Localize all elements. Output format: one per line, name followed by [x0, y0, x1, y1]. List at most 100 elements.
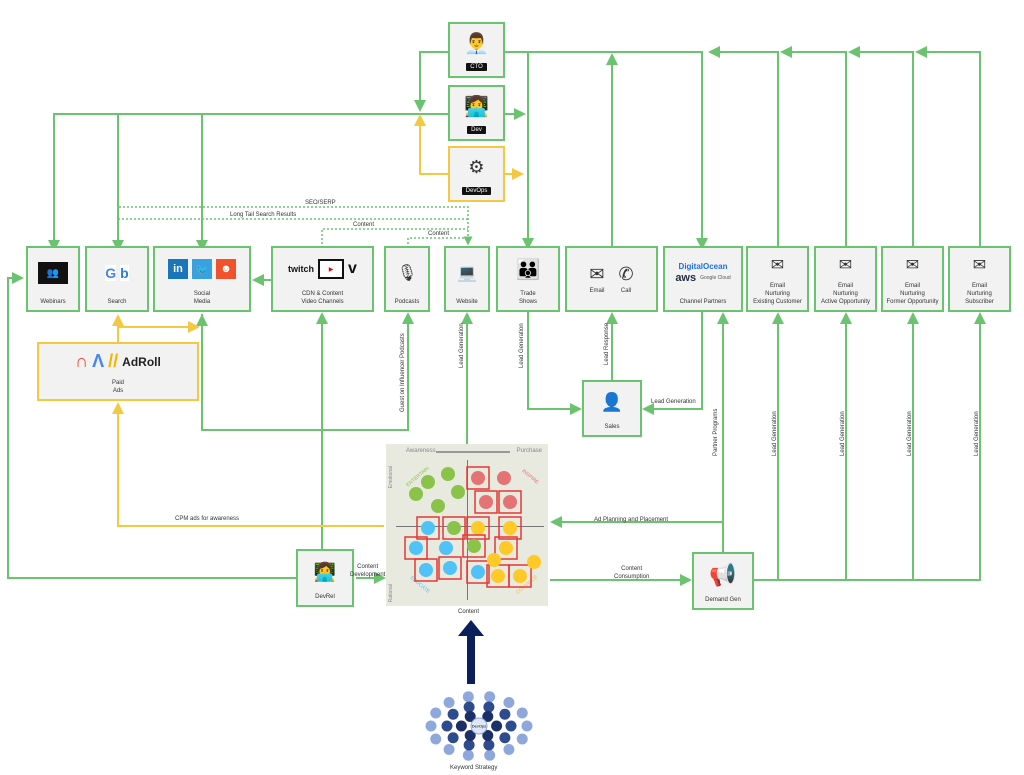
trade-show-booth-icon: 👪 — [515, 258, 541, 281]
keyword-bubble — [462, 749, 474, 761]
devrel-node[interactable]: 👩‍💻 DevRel — [296, 549, 354, 607]
paid-ads-node[interactable]: ∩ Λ // AdRoll Paid Ads — [37, 342, 199, 401]
demand-gen-node[interactable]: 📢 Demand Gen — [692, 552, 754, 610]
call-label: Call — [620, 287, 632, 294]
keyword-bubble — [484, 691, 496, 703]
highlight-frame — [416, 516, 440, 540]
google-cloud-icon: Google Cloud — [700, 275, 731, 281]
podcasts-node[interactable]: 🎙 Podcasts — [384, 246, 430, 312]
email-nurture-existing-node[interactable]: ✉ Email Nurturing Existing Customer — [746, 246, 809, 312]
reddit-icon: ☻ — [216, 259, 236, 279]
content-type-dot — [409, 541, 423, 555]
content-type-dot — [471, 521, 485, 535]
highlight-frame — [462, 534, 486, 558]
social-media-label: Social Media — [193, 291, 211, 305]
keyword-bubble — [505, 720, 517, 732]
keyword-bubble — [447, 708, 459, 720]
linkedin-icon: in — [168, 259, 188, 279]
content-type-dot — [499, 541, 513, 555]
highlight-frame — [466, 560, 490, 584]
nurture-active-label: Email Nurturing Active Opportunity — [820, 283, 871, 305]
keyword-cluster: DevOps — [425, 691, 533, 761]
content-type-dot — [419, 563, 433, 577]
channel-partners-label: Channel Partners — [679, 299, 727, 305]
highlight-frame — [498, 490, 522, 514]
edge-label-lead-gen-n2: Lead Generation — [840, 411, 846, 456]
digitalocean-icon: DigitalOcean — [678, 262, 728, 271]
edge-label-ad-planning: Ad Planning and Placement — [594, 517, 669, 523]
keyword-bubble — [516, 707, 528, 719]
trade-shows-node[interactable]: 👪 Trade Shows — [496, 246, 560, 312]
search-node[interactable]: G b Search — [85, 246, 149, 312]
email-nurture-active-node[interactable]: ✉ Email Nurturing Active Opportunity — [814, 246, 877, 312]
email-nurture-former-node[interactable]: ✉ Email Nurturing Former Opportunity — [881, 246, 944, 312]
highlight-frame — [498, 516, 522, 540]
keyword-bubble — [425, 720, 437, 732]
email-call-node[interactable]: ✉ Email ✆ Call — [565, 246, 658, 312]
keyword-bubble — [443, 743, 455, 755]
cto-label: CTO — [466, 63, 487, 71]
content-type-dot — [447, 521, 461, 535]
content-type-dot — [421, 521, 435, 535]
keyword-bubble — [503, 697, 515, 709]
channel-partners-node[interactable]: DigitalOcean aws Google Cloud Channel Pa… — [663, 246, 743, 312]
matrix-caption: Content — [458, 609, 480, 615]
keyword-bubble — [499, 732, 511, 744]
sales-node[interactable]: 👤 Sales — [582, 380, 642, 437]
email-envelope-icon: ✉ — [589, 263, 605, 284]
keyword-bubble — [484, 749, 496, 761]
edge-label-lead-gen-n4: Lead Generation — [974, 411, 980, 456]
keyword-bubble — [462, 691, 474, 703]
edge-label-content-1: Content — [353, 222, 375, 228]
content-type-dot — [441, 467, 455, 481]
edge-label-lead-gen-partner: Lead Generation — [651, 399, 696, 405]
matrix-x-arrow — [436, 451, 510, 453]
devrel-icon: 👩‍💻 — [313, 561, 337, 582]
keyword-strategy-caption: Keyword Strategy — [450, 765, 498, 771]
phone-call-icon: ✆ — [618, 263, 634, 284]
keyword-bubble — [463, 701, 475, 713]
edge-label-long-tail: Long Tail Search Results — [230, 212, 297, 218]
keyword-bubble — [430, 733, 442, 745]
keyword-bubble — [482, 710, 494, 722]
google-ads-icon: Λ — [92, 351, 105, 371]
edge-label-content-consumption: Content Consumption — [614, 566, 650, 580]
edge-label-lead-response: Lead Response — [604, 322, 610, 365]
dev-node[interactable]: 👩‍💻 Dev — [448, 85, 505, 141]
edge-label-content-development: Content Development — [350, 564, 386, 578]
microphone-icon: 🎙 — [396, 265, 418, 282]
google-ad-manager-icon: ∩ — [75, 351, 89, 371]
video-channels-node[interactable]: twitch ▶ v CDN & Content Video Channels — [271, 246, 374, 312]
google-icon: G — [105, 265, 117, 281]
google-adsense-icon: // — [108, 351, 119, 371]
video-channels-label: CDN & Content Video Channels — [301, 291, 344, 305]
cto-node[interactable]: 👨‍💼 CTO — [448, 22, 505, 78]
devops-node[interactable]: ⚙ DevOps — [448, 146, 505, 202]
social-media-node[interactable]: in 🐦 ☻ Social Media — [153, 246, 251, 312]
edge-label-content-2: Content — [428, 231, 450, 237]
content-type-dot — [467, 539, 481, 553]
email-nurture-subscriber-node[interactable]: ✉ Email Nurturing Subscriber — [948, 246, 1011, 312]
edge-label-guest-podcasts: Guest on Influencer Podcasts — [400, 333, 406, 412]
devops-icon: ⚙ — [468, 157, 485, 177]
aws-icon: aws — [675, 272, 697, 284]
edge-label-lead-gen-n1: Lead Generation — [772, 411, 778, 456]
keyword-bubble — [503, 743, 515, 755]
content-matrix: Awareness Purchase Emotional Rational EN… — [386, 444, 548, 606]
webinars-node[interactable]: 👥 Webinars — [26, 246, 80, 312]
bing-icon: b — [120, 265, 129, 281]
keyword-bubble — [464, 730, 476, 742]
website-node[interactable]: 💻 Website — [444, 246, 490, 312]
developer-icon: 👩‍💻 — [464, 96, 489, 118]
webinars-label: Webinars — [40, 299, 66, 305]
keyword-bubble — [455, 720, 467, 732]
megaphone-icon: 📢 — [709, 562, 737, 587]
highlight-frame — [474, 490, 498, 514]
demand-gen-label: Demand Gen — [705, 597, 741, 603]
highlight-frame — [466, 516, 490, 540]
cto-icon: 👨‍💼 — [464, 33, 489, 55]
email-at-icon: ✉ — [972, 257, 987, 274]
trade-shows-label: Trade Shows — [518, 291, 537, 305]
keyword-bubble — [464, 710, 476, 722]
keyword-bubble — [443, 697, 455, 709]
